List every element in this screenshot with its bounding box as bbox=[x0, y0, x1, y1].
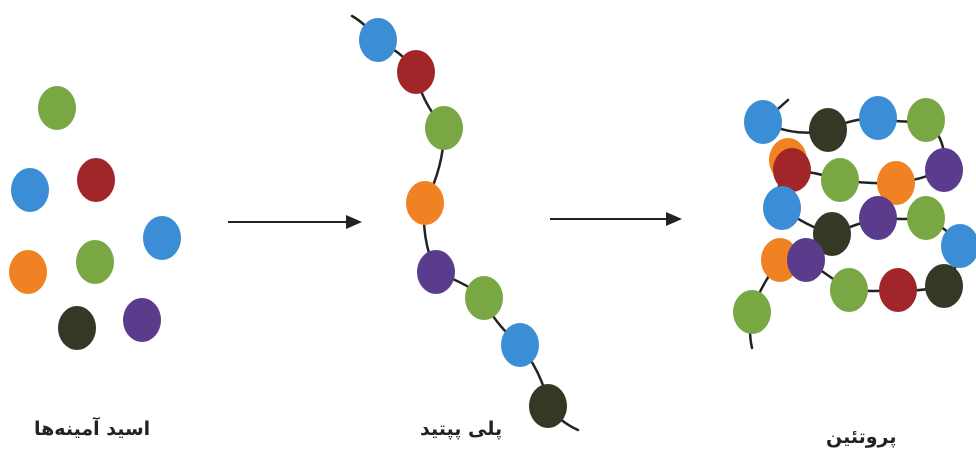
polypeptide-bead bbox=[425, 106, 463, 150]
amino-acid-bead bbox=[77, 158, 115, 202]
protein-bead bbox=[744, 100, 782, 144]
protein-bead bbox=[809, 108, 847, 152]
protein-bead bbox=[787, 238, 825, 282]
protein-bead bbox=[813, 212, 851, 256]
amino-acid-bead bbox=[58, 306, 96, 350]
protein-bead bbox=[941, 224, 976, 268]
protein-bead bbox=[925, 148, 963, 192]
polypeptide-bead bbox=[501, 323, 539, 367]
protein-bead bbox=[879, 268, 917, 312]
polypeptide-bead bbox=[406, 181, 444, 225]
protein-bead bbox=[830, 268, 868, 312]
amino-acid-bead bbox=[9, 250, 47, 294]
protein-label: پروتئین bbox=[826, 426, 897, 448]
protein-bead bbox=[925, 264, 963, 308]
amino-acid-bead bbox=[76, 240, 114, 284]
polypeptide-group bbox=[350, 14, 580, 432]
protein-bead bbox=[733, 290, 771, 334]
amino-acids-group bbox=[9, 86, 181, 350]
amino-acid-bead bbox=[11, 168, 49, 212]
amino-acids-label: اسید آمینه‌ها bbox=[34, 418, 151, 440]
arrow-polypeptide-to-protein bbox=[550, 212, 682, 226]
amino-acid-bead bbox=[143, 216, 181, 260]
protein-group bbox=[733, 96, 976, 350]
protein-bead bbox=[907, 98, 945, 142]
protein-bead bbox=[773, 148, 811, 192]
polypeptide-bead bbox=[465, 276, 503, 320]
amino-acid-bead bbox=[38, 86, 76, 130]
protein-bead bbox=[907, 196, 945, 240]
arrow-amino-to-polypeptide bbox=[228, 215, 362, 229]
protein-bead bbox=[763, 186, 801, 230]
protein-bead bbox=[877, 161, 915, 205]
polypeptide-bead bbox=[359, 18, 397, 62]
polypeptide-bead bbox=[417, 250, 455, 294]
protein-bead bbox=[859, 196, 897, 240]
amino-acid-bead bbox=[123, 298, 161, 342]
polypeptide-backbone bbox=[350, 14, 580, 432]
polypeptide-bead bbox=[397, 50, 435, 94]
polypeptide-bead bbox=[529, 384, 567, 428]
protein-bead bbox=[761, 238, 799, 282]
polypeptide-label: پلی پپتید bbox=[420, 418, 503, 440]
protein-bead bbox=[859, 96, 897, 140]
protein-bead bbox=[821, 158, 859, 202]
